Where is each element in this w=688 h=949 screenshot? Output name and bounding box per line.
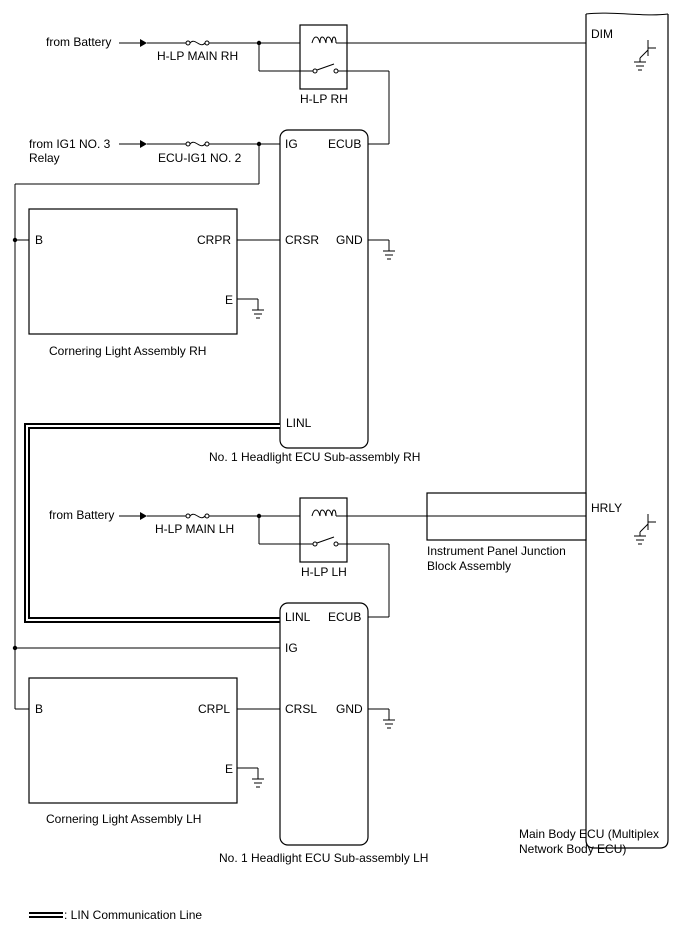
pin-crsl: CRSL [285, 702, 317, 716]
lin-communication-line [24, 423, 280, 623]
fuse-ecu-ig1-no2-icon [185, 141, 210, 147]
pin-b-rh: B [35, 233, 43, 247]
main-body-ecu-label-line1: Main Body ECU (Multiplex [519, 827, 659, 841]
main-body-ecu-label-line2: Network Body ECU) [519, 842, 626, 856]
fuse-hlp-main-lh-label: H-LP MAIN LH [155, 522, 234, 536]
relay-hlp-rh [258, 24, 586, 90]
ground-cornering-lh-icon [252, 768, 264, 788]
headlight-ecu-rh-label: No. 1 Headlight ECU Sub-assembly RH [209, 450, 420, 464]
pin-b-lh: B [35, 702, 43, 716]
legend-lin-label: : LIN Communication Line [64, 908, 202, 922]
pin-gnd-lh: GND [336, 702, 363, 716]
cornering-light-lh: B CRPL E [28, 677, 238, 804]
ground-cornering-rh-icon [252, 299, 264, 319]
arrow-battery-bottom-icon [119, 512, 147, 520]
main-body-ecu: DIM HRLY Main Body ECU (Multiplex Networ… [519, 12, 669, 856]
pin-ecub-lh: ECUB [328, 610, 361, 624]
pin-e-lh: E [225, 762, 233, 776]
pin-gnd-rh: GND [336, 233, 363, 247]
relay-hlp-rh-label: H-LP RH [300, 92, 348, 106]
ground-ecu-rh-icon [383, 240, 395, 260]
source-battery-top: from Battery [46, 35, 111, 49]
relay-hlp-lh-label: H-LP LH [301, 565, 347, 579]
junction-block-label-line2: Block Assembly [427, 559, 511, 573]
fuse-hlp-main-lh-icon [185, 513, 210, 519]
cornering-light-lh-label: Cornering Light Assembly LH [46, 812, 201, 826]
pin-linl-rh: LINL [286, 416, 312, 430]
fuse-hlp-main-rh-icon [185, 40, 210, 46]
headlight-ecu-rh: IG ECUB CRSR GND LINL [279, 129, 369, 449]
source-ig1-line1: from IG1 NO. 3 [29, 137, 111, 151]
source-ig1-line2: Relay [29, 151, 60, 165]
ground-ecu-lh-icon [383, 709, 395, 729]
junction-block-label-line1: Instrument Panel Junction [427, 544, 566, 558]
fuse-ecu-ig1-no2-label: ECU-IG1 NO. 2 [158, 151, 242, 165]
pin-crpr: CRPR [197, 233, 231, 247]
relay-hlp-lh [258, 497, 427, 563]
fuse-hlp-main-rh-label: H-LP MAIN RH [157, 49, 238, 63]
pin-ig-lh: IG [285, 641, 298, 655]
pin-ig-rh: IG [285, 137, 298, 151]
main-body-ecu-pin-hrly: HRLY [591, 501, 622, 515]
pin-ecub-rh: ECUB [328, 137, 361, 151]
main-body-ecu-pin-dim: DIM [591, 27, 613, 41]
pin-e-rh: E [225, 293, 233, 307]
transistor-dim-icon [634, 40, 656, 71]
pin-crsr: CRSR [285, 233, 319, 247]
source-battery-bottom: from Battery [49, 508, 114, 522]
pin-linl-lh: LINL [285, 610, 311, 624]
headlight-ecu-lh-label: No. 1 Headlight ECU Sub-assembly LH [219, 851, 428, 865]
cornering-light-rh: B CRPR E [28, 208, 238, 335]
headlight-ecu-lh: LINL ECUB IG CRSL GND [279, 602, 369, 846]
arrow-battery-top-icon [119, 39, 147, 47]
cornering-light-rh-label: Cornering Light Assembly RH [49, 344, 206, 358]
arrow-ig1-icon [119, 140, 147, 148]
pin-crpl: CRPL [198, 702, 230, 716]
transistor-hrly-icon [634, 514, 656, 545]
